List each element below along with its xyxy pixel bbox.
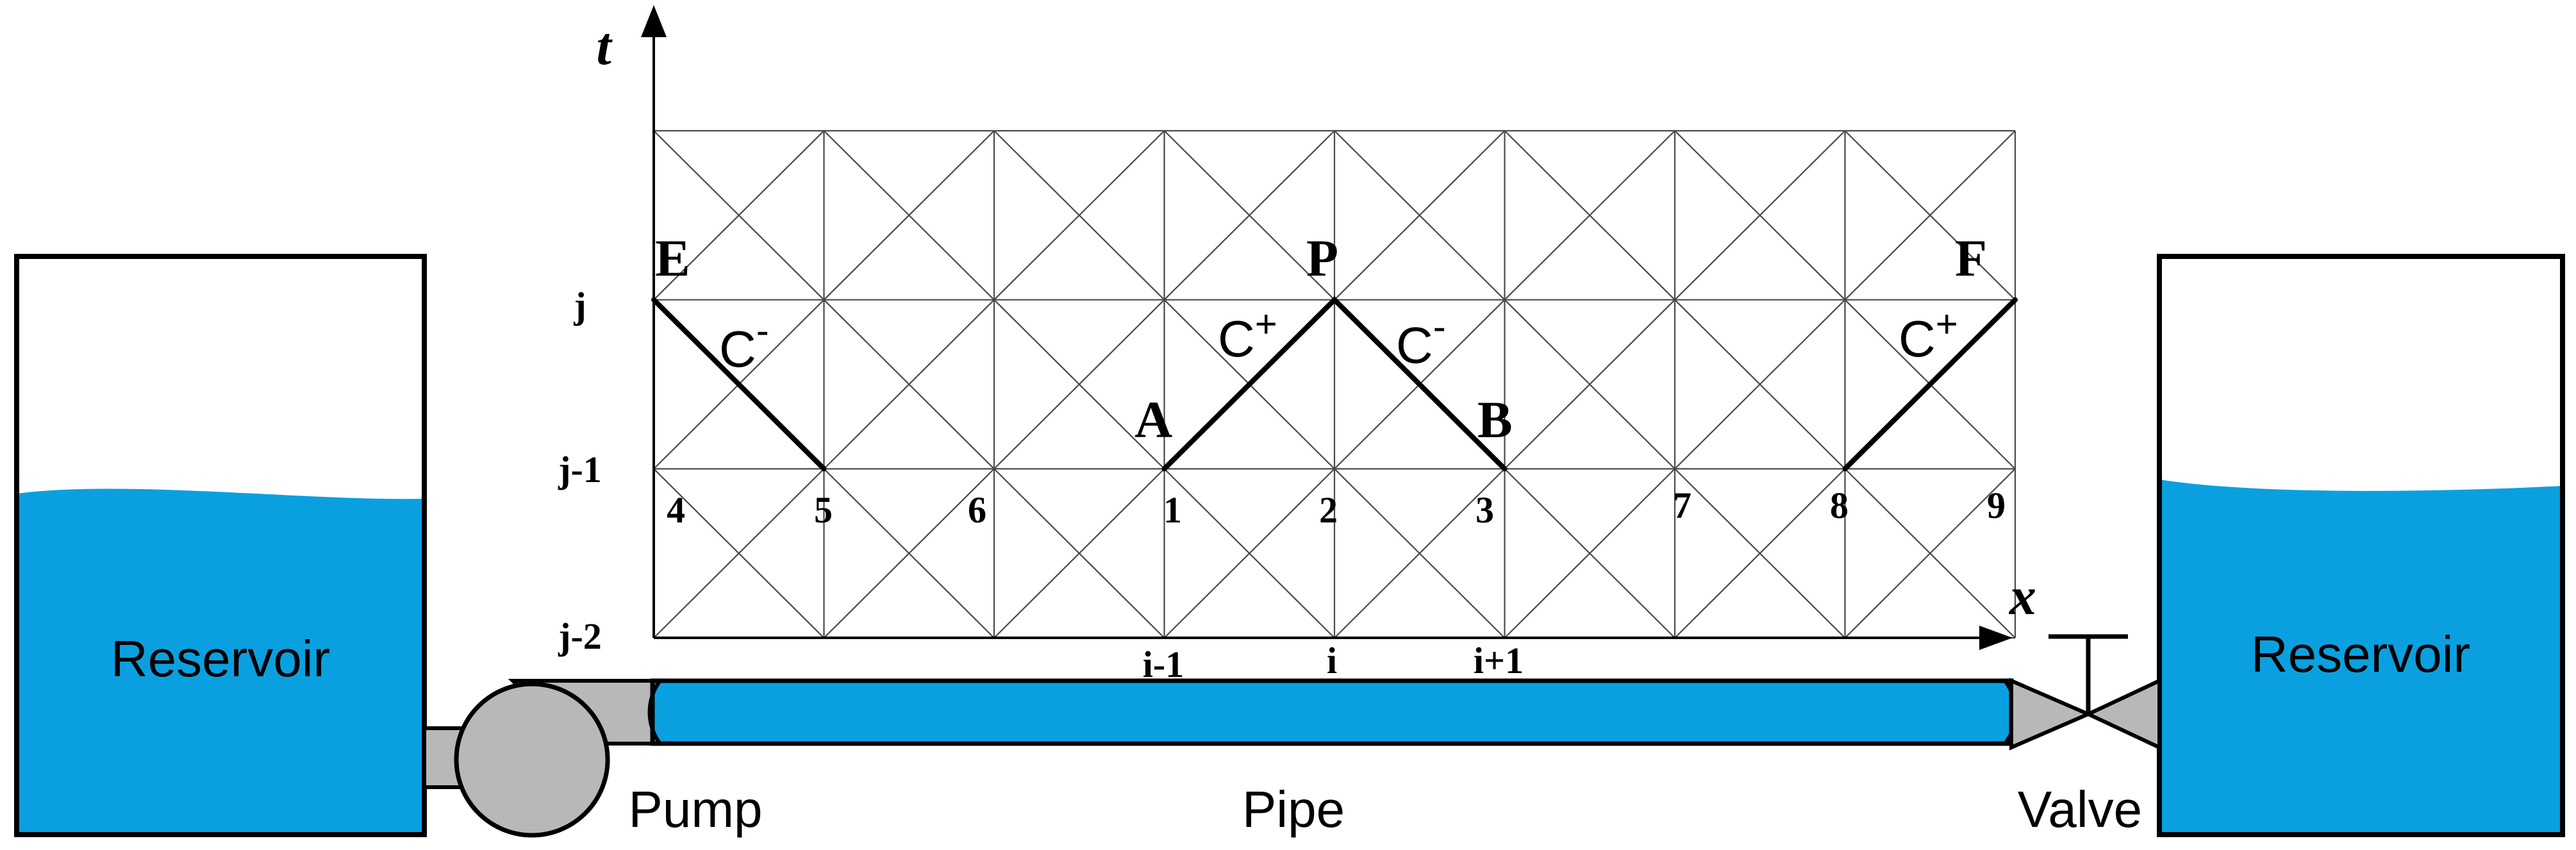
grid-diagonal xyxy=(653,468,825,638)
pump-casing xyxy=(454,681,610,838)
grid-diagonal xyxy=(1844,130,2016,301)
pipe-body xyxy=(650,678,2014,746)
grid-diagonal xyxy=(993,468,1165,638)
grid-diagonal xyxy=(1163,468,1335,638)
grid-diagonal xyxy=(1504,299,1675,470)
row-label-j-1: j-1 xyxy=(558,449,602,490)
left-reservoir-water xyxy=(17,488,424,835)
grid-diagonal xyxy=(993,130,1165,301)
grid-diagonal xyxy=(993,299,1165,470)
grid-diagonal xyxy=(1504,468,1675,638)
node-label: 4 xyxy=(667,489,685,531)
x-axis: x xyxy=(654,567,2036,650)
row-label-j: j xyxy=(573,285,586,326)
characteristic-label-c-minus-left: C- xyxy=(719,309,769,378)
col-label-i+1: i+1 xyxy=(1474,640,1524,681)
left-reservoir-label: Reservoir xyxy=(111,630,330,687)
point-label-B: B xyxy=(1477,390,1513,449)
point-label-E: E xyxy=(655,229,690,287)
grid-diagonal xyxy=(1674,299,1846,470)
grid-diagonal xyxy=(823,468,995,638)
characteristic-label-c-plus-right: C+ xyxy=(1899,303,1958,367)
characteristic-line-e-5 xyxy=(651,297,827,472)
pump-label: Pump xyxy=(629,781,763,838)
node-label: 1 xyxy=(1163,489,1182,531)
grid-diagonal xyxy=(1674,468,1846,638)
pipe-label: Pipe xyxy=(1242,781,1345,838)
right-reservoir-tank xyxy=(2157,254,2565,837)
grid-diagonal xyxy=(653,130,825,301)
grid-diagonal xyxy=(1163,130,1335,301)
node-label: 8 xyxy=(1830,485,1849,526)
characteristic-labels: C- C+ C- C+ xyxy=(719,303,1958,378)
valve: Valve xyxy=(2009,634,2161,838)
t-axis-arrowhead xyxy=(641,5,667,37)
node-label: 9 xyxy=(1987,485,2006,526)
node-label: 5 xyxy=(814,489,833,531)
grid-diagonal xyxy=(1334,468,1506,638)
right-reservoir-water xyxy=(2159,479,2563,835)
right-reservoir-label: Reservoir xyxy=(2251,626,2470,683)
right-reservoir: Reservoir xyxy=(2157,254,2565,837)
characteristic-line-a-p-b xyxy=(1161,296,1508,472)
valve-left-cone xyxy=(2009,678,2093,751)
characteristic-lines xyxy=(651,296,2018,472)
row-labels: j j-1 j-2 xyxy=(558,285,602,657)
grid-diagonal xyxy=(1504,130,1675,301)
node-label: 2 xyxy=(1319,489,1338,531)
col-label-i: i xyxy=(1327,640,1337,681)
characteristic-label-c-minus-right: C- xyxy=(1396,305,1446,374)
valve-right-cone xyxy=(2083,678,2161,751)
node-label: 3 xyxy=(1475,489,1494,531)
left-reservoir: Reservoir xyxy=(14,254,427,837)
point-labels: E P F A B xyxy=(655,229,1987,449)
left-reservoir-tank xyxy=(14,254,427,837)
point-label-F: F xyxy=(1955,229,1987,287)
pipe-left-end-arc xyxy=(647,679,662,745)
point-label-P: P xyxy=(1306,229,1338,287)
x-axis-label: x xyxy=(2008,567,2036,626)
t-axis-label: t xyxy=(596,17,613,76)
valve-label: Valve xyxy=(2018,781,2142,838)
point-label-A: A xyxy=(1134,390,1172,449)
x-axis-arrowhead xyxy=(1979,626,2013,650)
characteristic-label-c-plus-left: C+ xyxy=(1218,303,1277,367)
xt-grid xyxy=(652,129,2016,639)
pipe: Pipe xyxy=(647,678,2018,838)
row-label-j-2: j-2 xyxy=(558,615,602,657)
col-label-i-1: i-1 xyxy=(1143,644,1184,685)
characteristic-line-8-f xyxy=(1842,297,2018,472)
pump: Pump xyxy=(422,679,763,838)
grid-diagonal xyxy=(1334,130,1506,301)
grid-diagonal xyxy=(1844,468,2016,638)
t-axis: t xyxy=(596,5,667,638)
node-label: 7 xyxy=(1673,485,1691,526)
grid-diagonal xyxy=(1674,130,1846,301)
grid-diagonal xyxy=(823,299,995,470)
node-label: 6 xyxy=(968,489,986,531)
grid-diagonal xyxy=(823,130,995,301)
col-labels: i-1 i i+1 xyxy=(1143,640,1524,685)
node-labels: 4 5 6 1 2 3 7 8 9 xyxy=(667,485,2006,531)
